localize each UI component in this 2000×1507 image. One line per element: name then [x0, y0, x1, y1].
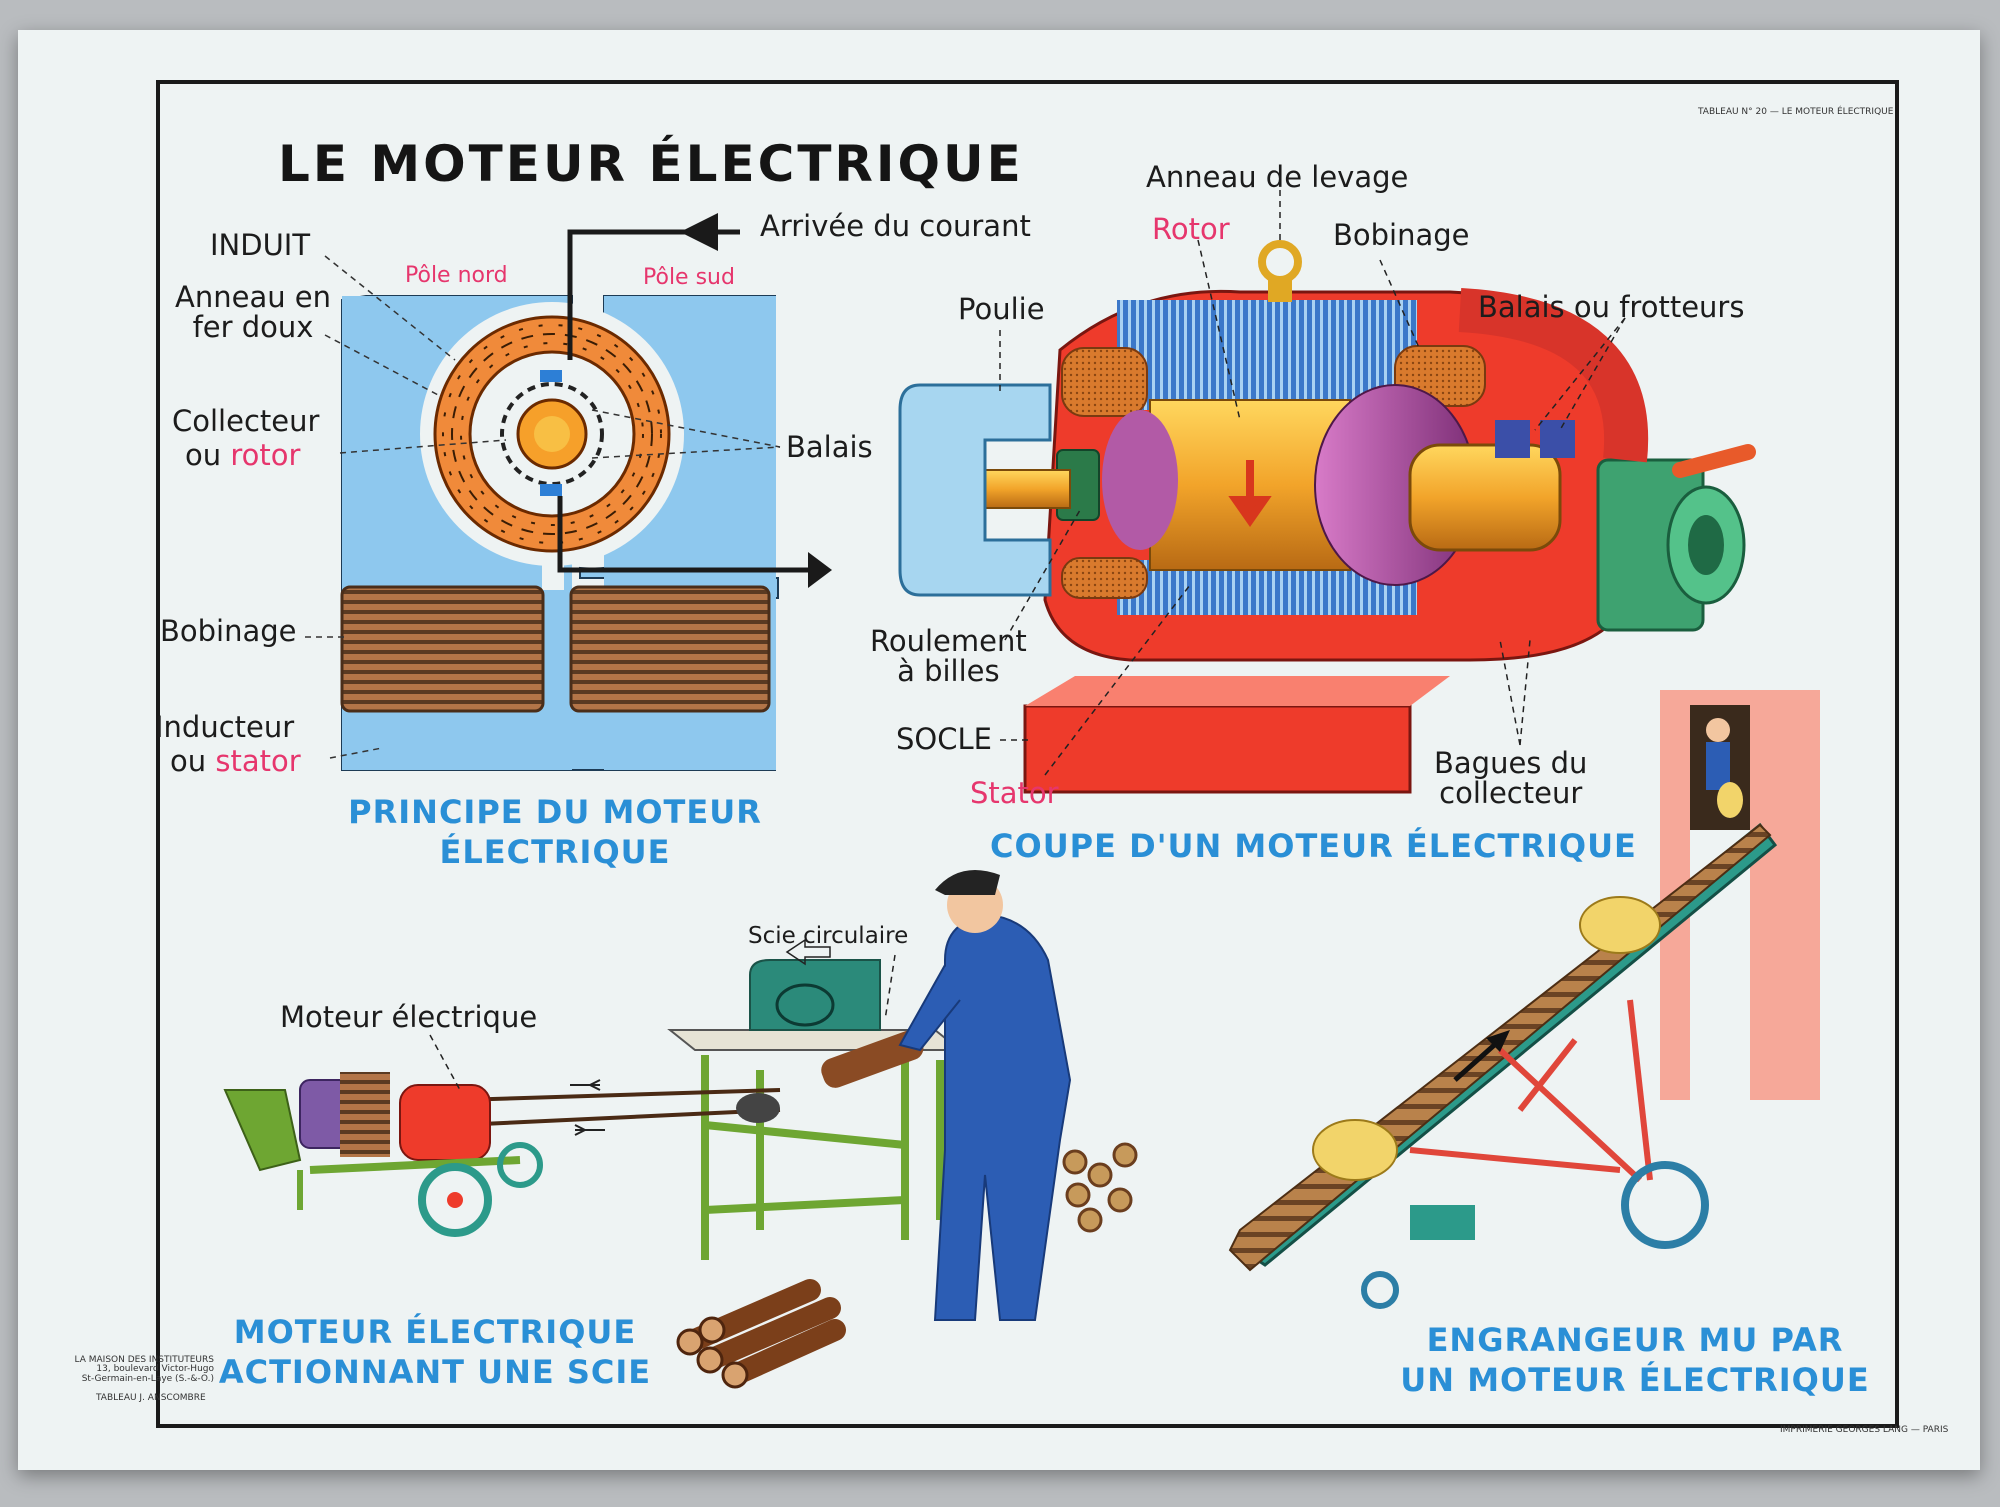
label-ou-rotor: ou rotor [185, 440, 300, 470]
label-induit: INDUIT [210, 228, 311, 262]
label-rotor-coupe: Rotor [1152, 212, 1230, 246]
label-socle: SOCLE [896, 722, 992, 756]
caption-engrangeur: ENGRANGEUR MU PAR UN MOTEUR ÉLECTRIQUE [1400, 1321, 1870, 1399]
label-ou-stator: ou stator [170, 746, 301, 776]
sawn-logs [1062, 1142, 1138, 1233]
caption-scie: MOTEUR ÉLECTRIQUE ACTIONNANT UNE SCIE [218, 1313, 652, 1391]
label-stator-coupe: Stator [970, 776, 1059, 810]
poster-title: LE MOTEUR ÉLECTRIQUE [278, 135, 1024, 193]
saw-table-legs [701, 1055, 944, 1260]
saw-scene [223, 870, 1138, 1389]
caption-principe: PRINCIPE DU MOTEUR ÉLECTRIQUE [348, 793, 762, 871]
label-inducteur: Inducteur [155, 710, 295, 744]
principle-leaders [305, 255, 781, 759]
label-stator-principe: stator [215, 744, 301, 778]
conveyor-scene [1228, 690, 1820, 1309]
motor-cutaway [898, 190, 1756, 794]
label-poulie: Poulie [958, 292, 1045, 326]
label-bobinage-coupe: Bobinage [1333, 218, 1470, 252]
poster-frame [156, 80, 1899, 1428]
label-bagues-collecteur: Bagues du collecteur [1434, 746, 1588, 811]
label-ou: ou [185, 438, 231, 472]
label-pole-nord: Pôle nord [405, 263, 508, 288]
cutaway-leaders [999, 190, 1626, 776]
publisher-info: LA MAISON DES INSTITUTEURS 13, boulevard… [74, 1355, 214, 1384]
label-scie-circulaire: Scie circulaire [748, 923, 909, 949]
label-balais-frotteurs: Balais ou frotteurs [1478, 290, 1745, 324]
label-rotor: rotor [230, 438, 301, 472]
principle-diagram [305, 213, 832, 771]
label-roulement-billes: Roulement à billes [870, 624, 1027, 689]
caption-coupe: COUPE D'UN MOTEUR ÉLECTRIQUE [990, 827, 1637, 865]
label-moteur-electrique: Moteur électrique [280, 1000, 538, 1034]
conveyor-frame [1409, 999, 1653, 1183]
label-collecteur: Collecteur [172, 404, 320, 438]
label-anneau-levage: Anneau de levage [1146, 160, 1409, 194]
label-anneau-fer-doux: Anneau en fer doux [175, 280, 332, 345]
ring-windings [442, 324, 662, 544]
top-right-note: TABLEAU N° 20 — LE MOTEUR ÉLECTRIQUE [1698, 107, 1894, 117]
label-pole-sud: Pôle sud [643, 265, 735, 290]
label-bobinage-principe: Bobinage [160, 614, 297, 648]
label-balais: Balais [786, 430, 873, 464]
printer-credit: IMPRIMERIE GEORGES LANG — PARIS [1780, 1425, 1949, 1435]
label-ou-2: ou [170, 744, 216, 778]
log-pile [676, 1279, 846, 1389]
label-arrivee-courant: Arrivée du courant [760, 209, 1031, 243]
author-credit: TABLEAU J. ANSCOMBRE [96, 1393, 206, 1403]
